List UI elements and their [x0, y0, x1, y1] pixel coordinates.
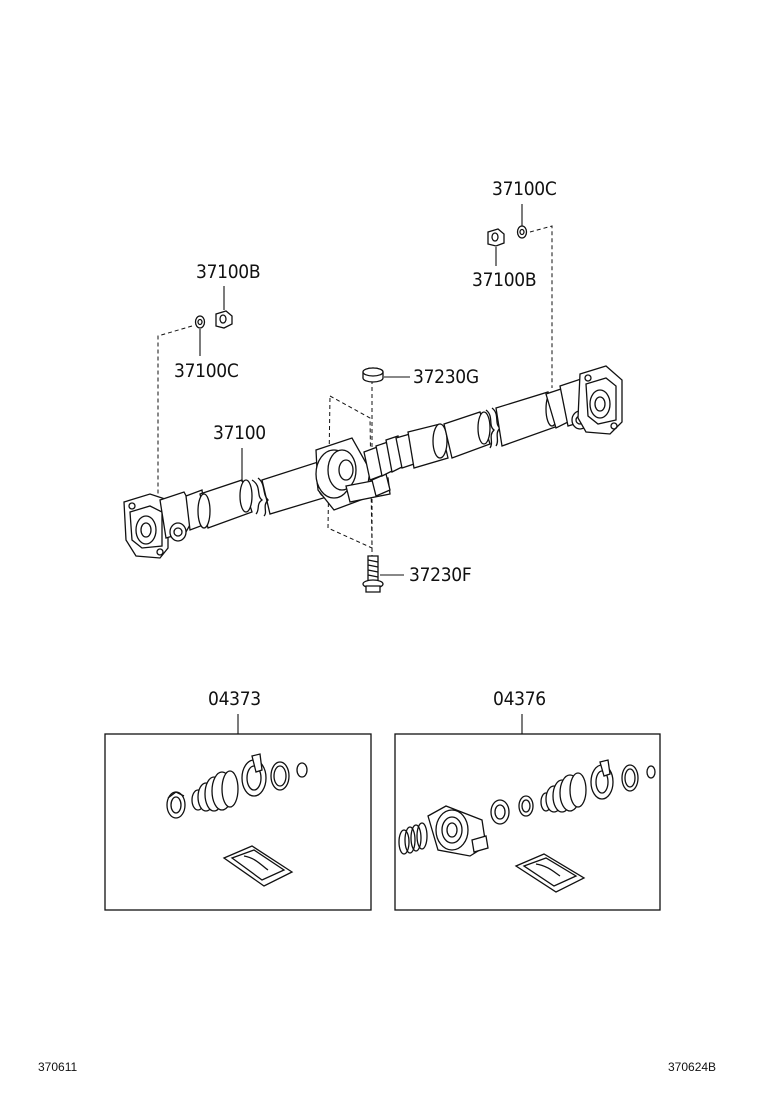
callout-37100c-left[interactable]: 37100C — [174, 360, 239, 382]
callout-37230f[interactable]: 37230F — [409, 564, 472, 586]
leader-lines — [199, 204, 523, 734]
callout-37100[interactable]: 37100 — [213, 422, 266, 444]
flange-nut-37100b-right[interactable] — [487, 228, 505, 247]
kit-box-04376 — [394, 733, 661, 911]
kit-04376-parts[interactable] — [398, 759, 656, 893]
callout-04376[interactable]: 04376 — [493, 688, 546, 710]
footer-right-code: 370624B — [668, 1060, 717, 1074]
callout-37230g[interactable]: 37230G — [413, 366, 479, 388]
callout-37100c-right[interactable]: 37100C — [492, 178, 557, 200]
propeller-shaft[interactable] — [123, 365, 623, 559]
kit-box-04373 — [104, 733, 372, 911]
kit-04373-parts[interactable] — [166, 753, 308, 887]
bolt-37230f[interactable] — [362, 555, 384, 593]
nut-37100c-left[interactable] — [194, 315, 206, 329]
footer-left-code: 370611 — [38, 1060, 78, 1074]
cushion-37230g[interactable] — [362, 367, 384, 383]
callout-04373[interactable]: 04373 — [208, 688, 261, 710]
callout-37100b-left[interactable]: 37100B — [196, 261, 261, 283]
callout-37100b-right[interactable]: 37100B — [472, 269, 537, 291]
nut-37100c-right[interactable] — [516, 225, 528, 239]
flange-nut-37100b-left[interactable] — [215, 310, 233, 329]
